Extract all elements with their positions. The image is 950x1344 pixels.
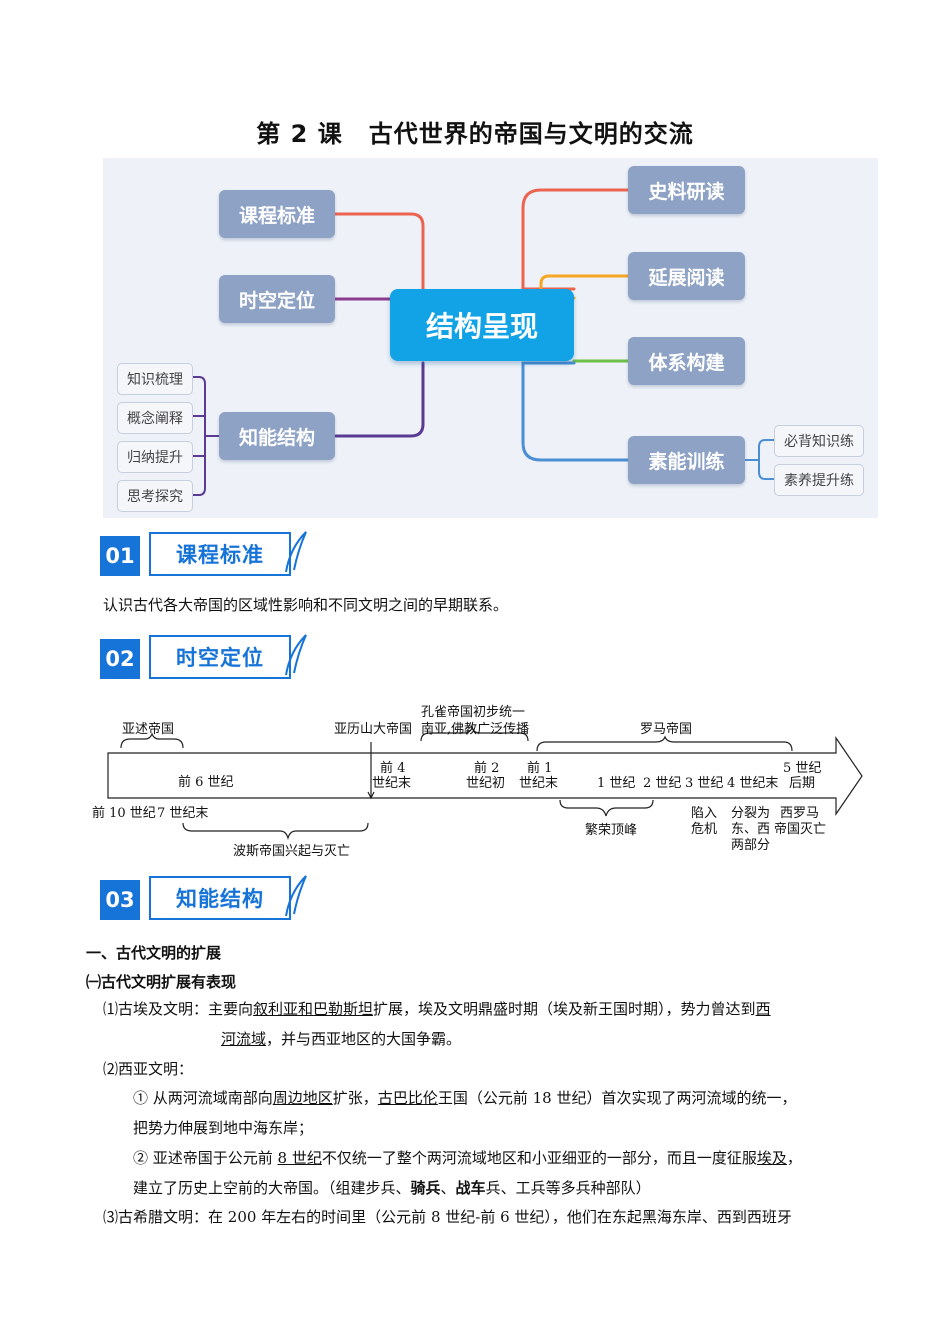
heading-1: 一、古代文明的扩展 xyxy=(86,944,222,962)
sub-item-2-line-1: ② 亚述帝国于公元前 8 世纪不仅统一了整个两河流域地区和小亚细亚的一部分，而且… xyxy=(133,1149,802,1167)
tl-bc1-b: 世纪末 xyxy=(519,776,559,791)
tl-bc4-a: 前 4 xyxy=(380,761,406,776)
tl-bc4-b: 世纪末 xyxy=(372,776,412,791)
sub-item-1-line-1: ① 从两河流域南部向周边地区扩张，古巴比伦王国（公元前 18 世纪）首次实现了两… xyxy=(133,1089,797,1107)
node-time-space: 时空定位 xyxy=(219,275,335,323)
tl-crisis-1: 陷入 xyxy=(691,806,718,821)
mind-map: 课程标准 时空定位 知能结构 结构呈现 史料研读 延展阅读 体系构建 素能训练 … xyxy=(103,158,878,518)
tl-split-2: 东、西 xyxy=(731,822,771,837)
tl-bc6: 前 6 世纪 xyxy=(178,775,234,790)
sub-item-2-line-2: 建立了历史上空前的大帝国。（组建步兵、骑兵、战车兵、工兵等多兵种部队） xyxy=(133,1179,651,1197)
tl-fall-1: 西罗马 xyxy=(780,806,820,821)
feather-icon xyxy=(285,875,307,917)
node-center: 结构呈现 xyxy=(390,289,574,361)
tl-bc2-b: 世纪初 xyxy=(466,776,506,791)
tl-maurya-1: 孔雀帝国初步统一 xyxy=(421,705,526,720)
node-knowledge-structure: 知能结构 xyxy=(219,412,335,460)
mind-map-connectors xyxy=(191,188,774,496)
item-marker: ⑵ xyxy=(103,1060,119,1078)
course-standard-text: 认识古代各大帝国的区域性影响和不同文明之间的早期联系。 xyxy=(103,596,509,614)
feather-icon xyxy=(285,531,307,573)
tl-bc10: 前 10 世纪 xyxy=(92,806,156,821)
sub-item-1-line-2: 把势力伸展到地中海东岸； xyxy=(133,1119,314,1137)
sub-knowledge-review: 知识梳理 xyxy=(117,363,193,395)
node-source-reading: 史料研读 xyxy=(628,166,745,214)
section-header-02: 02 时空定位 xyxy=(100,631,310,687)
section-number: 02 xyxy=(100,639,140,679)
tl-c3: 3 世纪 xyxy=(685,776,724,791)
tl-assyria: 亚述帝国 xyxy=(122,722,175,737)
sub-concept-explain: 概念阐释 xyxy=(117,402,193,434)
tl-split-3: 两部分 xyxy=(731,838,771,853)
feather-icon xyxy=(285,634,307,676)
item-1-line-1: ⑴古埃及文明：主要向叙利亚和巴勒斯坦扩展，埃及文明鼎盛时期（埃及新王国时期），势… xyxy=(103,1000,771,1018)
tl-c4: 4 世纪末 xyxy=(727,776,779,791)
lesson-number: 第 2 课 xyxy=(256,120,343,148)
tl-c1: 1 世纪 xyxy=(597,776,636,791)
item-marker: ⑶ xyxy=(103,1208,119,1226)
timeline-graphic xyxy=(107,726,863,841)
sub-must-memorize: 必背知识练 xyxy=(774,425,864,457)
tl-c5-b: 后期 xyxy=(789,776,816,791)
tl-c2: 2 世纪 xyxy=(643,776,682,791)
sub-summary-improve: 归纳提升 xyxy=(117,441,193,473)
tl-alexander: 亚历山大帝国 xyxy=(334,722,413,737)
tl-maurya-2: 南亚,佛教广泛传播 xyxy=(421,722,530,737)
section-header-01: 01 课程标准 xyxy=(100,528,310,584)
node-skill-training: 素能训练 xyxy=(628,436,745,484)
node-system-building: 体系构建 xyxy=(628,337,745,385)
tl-c5-a: 5 世纪 xyxy=(783,761,822,776)
lesson-name: 古代世界的帝国与文明的交流 xyxy=(368,120,694,148)
item-marker: ⑴ xyxy=(103,1000,119,1018)
section-label: 课程标准 xyxy=(149,532,291,576)
tl-fall-2: 帝国灭亡 xyxy=(774,822,827,837)
tl-crisis-2: 危机 xyxy=(691,822,718,837)
tl-rome: 罗马帝国 xyxy=(640,722,693,737)
tl-prosperity: 繁荣顶峰 xyxy=(585,823,638,838)
tl-persia: 波斯帝国兴起与灭亡 xyxy=(233,844,351,859)
page-title: 第 2 课古代世界的帝国与文明的交流 xyxy=(0,114,950,149)
sub-think-explore: 思考探究 xyxy=(117,480,193,512)
item-2: ⑵西亚文明： xyxy=(103,1060,194,1078)
sub-literacy-improve: 素养提升练 xyxy=(774,464,864,496)
section-number: 01 xyxy=(100,536,140,576)
node-course-standard: 课程标准 xyxy=(219,190,335,238)
item-3-line-1: ⑶古希腊文明：在 200 年左右的时间里（公元前 8 世纪-前 6 世纪），他们… xyxy=(103,1208,792,1226)
item-1-line-2: 河流域，并与西亚地区的大国争霸。 xyxy=(221,1030,462,1048)
node-extended-reading: 延展阅读 xyxy=(628,252,745,300)
heading-2: ㈠古代文明扩展有表现 xyxy=(86,973,237,991)
section-number: 03 xyxy=(100,880,140,920)
tl-split-1: 分裂为 xyxy=(731,806,771,821)
section-label: 知能结构 xyxy=(149,876,291,920)
tl-bc1-a: 前 1 xyxy=(527,761,553,776)
tl-bc2-a: 前 2 xyxy=(474,761,500,776)
section-label: 时空定位 xyxy=(149,635,291,679)
section-header-03: 03 知能结构 xyxy=(100,872,310,928)
tl-bc7: 7 世纪末 xyxy=(157,806,209,821)
